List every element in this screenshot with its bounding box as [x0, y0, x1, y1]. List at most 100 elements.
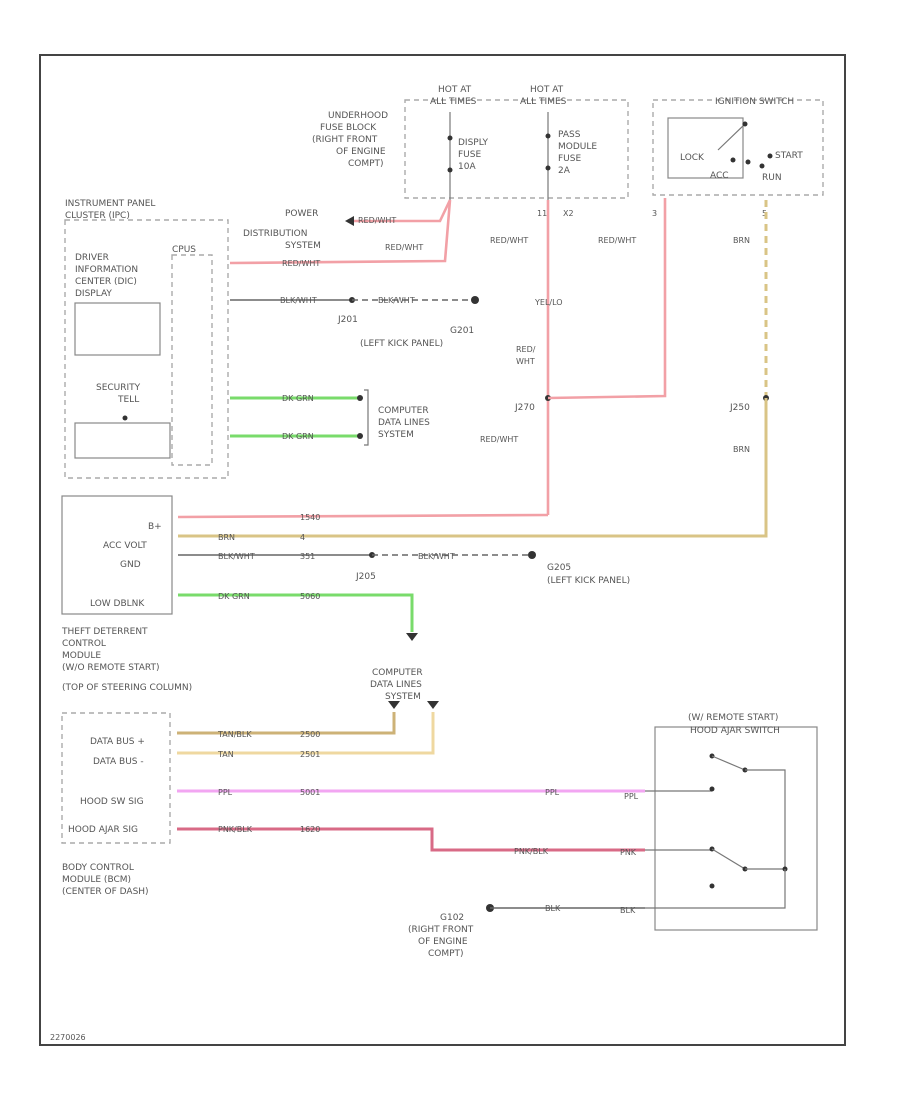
- wire-label-ppl-3: PPL: [624, 792, 639, 801]
- wire-pnk-blk-hood-ajar: [177, 827, 645, 852]
- wire-label-pnk-blk-2: PNK/BLK: [514, 847, 549, 856]
- svg-text:(TOP OF STEERING COLUMN): (TOP OF STEERING COLUMN): [62, 683, 192, 693]
- wire-tan-blk-bcm: [177, 712, 396, 735]
- fuse-hot-label-2: HOT AT: [530, 85, 564, 95]
- svg-text:CLUSTER (IPC): CLUSTER (IPC): [65, 211, 130, 221]
- svg-text:FUSE BLOCK: FUSE BLOCK: [320, 123, 377, 133]
- svg-text:INFORMATION: INFORMATION: [75, 265, 138, 275]
- svg-text:(RIGHT FRONT: (RIGHT FRONT: [312, 135, 378, 145]
- ignition-switch-label: IGNITION SWITCH: [715, 97, 794, 107]
- svg-text:RED/: RED/: [516, 345, 536, 354]
- hood-switch-upper-blade: [711, 755, 746, 771]
- data-lines-label-2: COMPUTER DATA LINES SYSTEM: [370, 668, 423, 702]
- wire-label-blk-2: BLK: [620, 906, 636, 915]
- splice-j250-label: J250: [729, 403, 750, 413]
- data-lines-arrow-bcm-1: [388, 701, 400, 709]
- data-line-dot-1: [357, 395, 363, 401]
- pin-11: 11: [537, 209, 547, 218]
- fuse-hot-label-1: HOT AT: [438, 85, 472, 95]
- svg-text:2A: 2A: [558, 166, 571, 176]
- hood-switch-ground-lead: [645, 869, 786, 909]
- pass-module-fuse-dot-top: [545, 133, 551, 139]
- wire-red-wht-display-fuse: [229, 199, 452, 265]
- wire-label-circuit-4: 4: [300, 533, 305, 542]
- wire-label-tan-blk: TAN/BLK: [217, 730, 252, 739]
- wire-red-wht-tdcm: [177, 513, 549, 519]
- svg-text:DISPLY: DISPLY: [458, 138, 489, 148]
- ground-g205: [528, 551, 536, 559]
- wire-label-brn-1: BRN: [733, 236, 750, 245]
- svg-text:CONTROL: CONTROL: [62, 639, 106, 649]
- hood-switch-common-bus: [745, 769, 786, 870]
- svg-text:B+: B+: [148, 522, 162, 532]
- wire-label-circuit-351: 351: [300, 552, 315, 561]
- svg-text:SYSTEM: SYSTEM: [385, 692, 421, 702]
- svg-text:(W/ REMOTE START): (W/ REMOTE START): [688, 713, 778, 723]
- svg-text:WHT: WHT: [516, 357, 535, 366]
- svg-text:HOOD SW SIG: HOOD SW SIG: [80, 797, 144, 807]
- svg-text:COMPUTER: COMPUTER: [372, 668, 423, 678]
- svg-text:(RIGHT FRONT: (RIGHT FRONT: [408, 925, 474, 935]
- wire-label-circuit-5001: 5001: [300, 788, 320, 797]
- wire-label-red-wht-6: RED/WHT: [598, 236, 636, 245]
- wire-label-brn-2: BRN: [733, 445, 750, 454]
- tdcm-box: [61, 495, 173, 615]
- wire-label-red-wht-split: RED/ WHT: [516, 345, 536, 366]
- security-label: SECURITY TELL: [96, 383, 141, 405]
- svg-text:PASS: PASS: [558, 130, 581, 140]
- svg-text:COMPUTER: COMPUTER: [378, 406, 429, 416]
- svg-text:DATA LINES: DATA LINES: [378, 418, 430, 428]
- wire-label-circuit-1540: 1540: [300, 513, 320, 522]
- wire-label-red-wht-5: RED/WHT: [480, 435, 518, 444]
- wire-label-pnk-blk-3: PNK: [620, 848, 637, 857]
- display-fuse-label: DISPLY FUSE 10A: [458, 138, 489, 172]
- wire-label-red-wht-1: RED/WHT: [358, 216, 396, 225]
- ignition-run-contact: [759, 163, 765, 169]
- ignition-switch-box: [652, 99, 824, 196]
- fuse-hot-label-1b: ALL TIMES: [430, 97, 477, 107]
- hood-ajar-switch-box: [654, 726, 818, 931]
- svg-text:SYSTEM: SYSTEM: [285, 241, 321, 251]
- ignition-lock-contact: [730, 157, 736, 163]
- splice-j270-label: J270: [514, 403, 535, 413]
- svg-text:FUSE: FUSE: [458, 150, 481, 160]
- underhood-fuse-block-label: UNDERHOOD FUSE BLOCK (RIGHT FRONT OF ENG…: [312, 111, 388, 169]
- ignition-run-label: RUN: [762, 173, 782, 183]
- svg-text:INSTRUMENT PANEL: INSTRUMENT PANEL: [65, 199, 155, 209]
- tdcm-pin-labels: B+ ACC VOLT GND LOW DBLNK: [90, 522, 162, 609]
- svg-text:DATA BUS +: DATA BUS +: [90, 737, 145, 747]
- footer-code: 2270026: [50, 1033, 86, 1042]
- data-lines-arrow-bcm-2: [427, 701, 439, 709]
- svg-text:LOW DBLNK: LOW DBLNK: [90, 599, 145, 609]
- svg-text:(CENTER OF DASH): (CENTER OF DASH): [62, 887, 149, 897]
- ignition-switch-blade: [717, 123, 746, 151]
- wire-label-circuit-1620: 1620: [300, 825, 320, 834]
- svg-text:DISTRIBUTION: DISTRIBUTION: [243, 229, 307, 239]
- wire-label-blk-1: BLK: [545, 904, 561, 913]
- svg-text:FUSE: FUSE: [558, 154, 581, 164]
- svg-text:MODULE: MODULE: [558, 142, 597, 152]
- display-fuse-dot-top: [447, 135, 453, 141]
- cpu-label: CPUS: [172, 245, 196, 255]
- ignition-acc-label: ACC: [710, 171, 729, 181]
- hood-ajar-switch-label: (W/ REMOTE START) HOOD AJAR SWITCH: [688, 713, 780, 736]
- ground-g201: [471, 296, 479, 304]
- wire-label-blk-wht-4: BLK/WHT: [418, 552, 455, 561]
- wire-label-circuit-2501: 2501: [300, 750, 320, 759]
- svg-text:TELL: TELL: [117, 395, 139, 405]
- security-tell-box: [74, 422, 171, 459]
- diagram-frame: [39, 54, 846, 1046]
- dic-display-box: [74, 302, 161, 356]
- ground-g102-label: G102 (RIGHT FRONT OF ENGINE COMPT): [408, 913, 474, 959]
- splice-j201-label: J201: [337, 315, 358, 325]
- pin-x2: X2: [563, 209, 574, 218]
- wire-label-pnk-blk-1: PNK/BLK: [218, 825, 253, 834]
- wire-label-blk-wht-2: BLK/WHT: [378, 296, 415, 305]
- wire-label-tan: TAN: [217, 750, 234, 759]
- svg-text:G102: G102: [440, 913, 464, 923]
- svg-text:BODY CONTROL: BODY CONTROL: [62, 863, 134, 873]
- ground-g205-location: (LEFT KICK PANEL): [547, 576, 630, 586]
- splice-j205-label: J205: [355, 572, 376, 582]
- security-tell-dot: [122, 415, 128, 421]
